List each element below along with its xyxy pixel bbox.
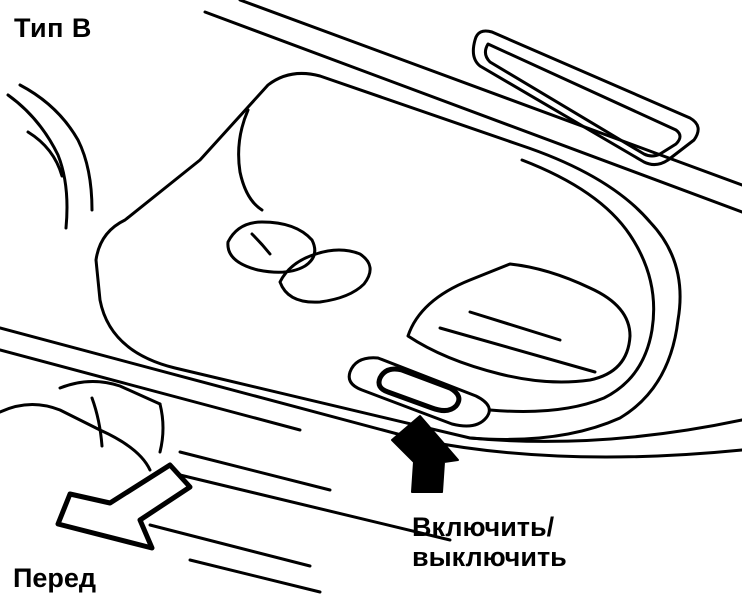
console-buttons xyxy=(226,220,372,304)
switch-label-line2: выключить xyxy=(412,542,567,573)
sun-visor-left xyxy=(6,83,94,230)
type-label: Тип В xyxy=(14,13,92,43)
switch-label: Включить/ выключить xyxy=(412,512,567,572)
lower-edge-lines xyxy=(0,326,742,594)
switch-label-line1: Включить/ xyxy=(412,512,555,542)
front-label: Перед xyxy=(13,563,97,593)
left-lower-structure xyxy=(0,380,165,472)
on-off-switch xyxy=(347,356,491,428)
arrow-down-left-icon xyxy=(55,462,193,551)
console-housing xyxy=(94,72,682,441)
arrow-up-icon xyxy=(391,415,459,493)
map-light-lens xyxy=(406,262,632,384)
overhead-lamp xyxy=(471,29,700,167)
